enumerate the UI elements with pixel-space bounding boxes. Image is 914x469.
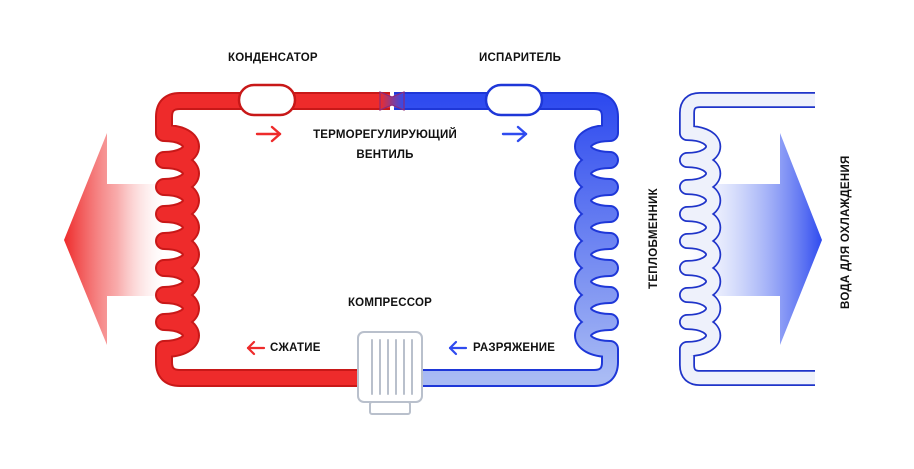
cooling-air-arrow-icon	[690, 133, 822, 345]
heat-exchanger	[679, 92, 815, 386]
compressor-label: КОМПРЕССОР	[347, 297, 433, 309]
condenser-label: КОНДЕНСАТОР	[228, 52, 318, 64]
expansion-valve	[379, 91, 405, 111]
flow-arrow-left-hot-icon	[246, 340, 266, 356]
condenser-capsule	[237, 83, 297, 117]
cooling-water-label: ВОДА ДЛЯ ОХЛАЖДЕНИЯ	[840, 155, 852, 309]
compressor-icon	[357, 331, 423, 415]
flow-arrow-right-cold-icon	[501, 125, 528, 143]
valve-label-line2: ВЕНТИЛЬ	[356, 149, 414, 161]
flow-arrow-left-cold-icon	[448, 340, 468, 356]
condenser-loop	[155, 92, 390, 387]
evaporator-label: ИСПАРИТЕЛЬ	[479, 52, 562, 64]
valve-label-line1: ТЕРМОРЕГУЛИРУЮЩИЙ	[313, 129, 457, 141]
evaporator-capsule	[484, 83, 544, 117]
compression-label: СЖАТИЕ	[270, 342, 321, 354]
rarefaction-label: РАЗРЯЖЕНИЕ	[473, 342, 556, 354]
flow-arrow-right-hot-icon	[255, 125, 282, 143]
hot-air-arrow-icon	[64, 133, 162, 345]
heat-exchanger-label: ТЕПЛОБМЕННИК	[648, 188, 660, 289]
evaporator-loop	[394, 92, 619, 387]
